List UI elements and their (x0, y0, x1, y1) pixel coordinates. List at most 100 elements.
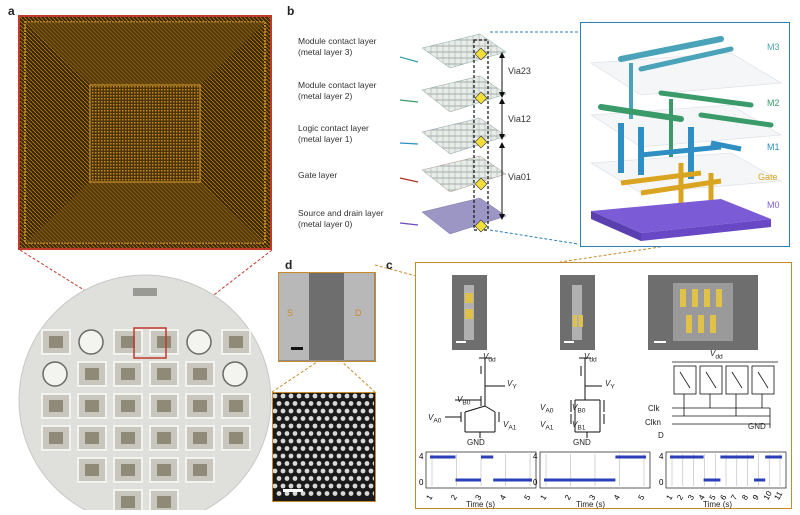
lattice-atom (288, 483, 294, 489)
lattice-atom (336, 438, 342, 444)
lattice-atom (336, 408, 342, 414)
lattice-atom (336, 393, 342, 399)
3d-structure-drawing (589, 36, 783, 241)
wafer-die (113, 361, 143, 387)
lattice-atom (368, 468, 374, 474)
lattice-atom (304, 393, 310, 399)
lattice-atom (280, 483, 286, 489)
ytick-label: 4 (419, 452, 424, 461)
lattice-atom (348, 491, 354, 496)
lattice-atom (312, 393, 318, 399)
xtick-label: 7 (729, 493, 739, 502)
lattice-atom (372, 446, 375, 451)
lattice-atom (276, 461, 282, 466)
label-m0: M0 (767, 200, 780, 210)
lattice-atom (276, 401, 282, 406)
circuit2-va1: VA1 (540, 420, 554, 432)
ytick-label: 0 (419, 478, 424, 487)
xtick-label: 5 (636, 493, 646, 502)
lattice-atom (284, 461, 290, 466)
layer-label-m3: Module contact layer (metal layer 3) (298, 36, 376, 57)
circuit2-vb0-sub: B0 (577, 407, 586, 415)
lattice-atom (360, 438, 366, 444)
lattice-atom (312, 423, 318, 429)
lattice-atom (364, 491, 370, 496)
circuit1-va0-v: V (428, 413, 434, 422)
lattice-atom (308, 446, 314, 451)
lattice-atom (292, 401, 298, 406)
lattice-atom (356, 491, 362, 496)
lattice-atom (340, 461, 346, 466)
xtick-label: 6 (718, 493, 728, 502)
arrow-gate (399, 177, 419, 183)
circuit2-va1-sub: A1 (545, 424, 554, 432)
lattice-atom (352, 393, 358, 399)
lattice-atom (360, 408, 366, 414)
circuit2-vb1-sub: B1 (577, 424, 586, 432)
wafer-die (77, 393, 107, 419)
lattice-atom (312, 453, 318, 459)
lattice-atom (364, 401, 370, 406)
circuit2-va0: VA0 (540, 403, 554, 415)
wafer-die (113, 329, 143, 355)
wafer-die (78, 329, 104, 355)
lattice-atom (296, 393, 302, 399)
circuit1-va1: VA1 (503, 420, 517, 432)
layer-m0 (421, 197, 507, 235)
layer-m2 (421, 75, 507, 113)
lattice-atom (336, 483, 342, 489)
lattice-atom (316, 491, 322, 496)
lattice-atom (308, 416, 314, 421)
panel-d-letter: d (285, 258, 293, 272)
layer-label-m3-line1: Module contact layer (298, 36, 377, 46)
lattice-atom (312, 483, 318, 489)
layer-label-m2-line2: (metal layer 2) (298, 90, 353, 101)
lattice-atom (304, 423, 310, 429)
lattice-atom (340, 446, 346, 451)
wafer-drawing (18, 274, 272, 515)
lattice-image (272, 392, 376, 502)
xtick-label: 1 (424, 493, 434, 502)
wafer-die (221, 393, 251, 419)
layer-label-m0-line2: (metal layer 0) (298, 218, 353, 229)
lattice-atom (300, 446, 306, 451)
lattice-atom (360, 453, 366, 459)
lattice-atom (332, 431, 338, 436)
chip-micrograph (18, 15, 272, 250)
circuit1-vdd-sub: dd (488, 356, 496, 364)
lattice-atom (348, 461, 354, 466)
wafer-die (77, 425, 107, 451)
lattice-atom (300, 461, 306, 466)
circuit1-va1-sub: A1 (508, 424, 517, 432)
wafer-die (113, 425, 143, 451)
lattice-atom (296, 408, 302, 414)
lattice-atom (304, 438, 310, 444)
xtick-label: 3 (587, 493, 597, 502)
lattice-atom (344, 438, 350, 444)
lattice-atom (372, 431, 375, 436)
lattice-atom (280, 393, 286, 399)
lattice-atom (324, 431, 330, 436)
circuit1-vdd-v: V (483, 352, 489, 361)
lattice-atom (372, 461, 375, 466)
lattice-atom (360, 468, 366, 474)
lattice-atom (273, 438, 278, 444)
lattice-atom (312, 468, 318, 474)
circuit1-vdd: Vdd (483, 352, 496, 364)
circuit2-vdd: Vdd (584, 352, 597, 364)
lattice-atom (328, 483, 334, 489)
circuit3-vdd: Vdd (710, 349, 723, 361)
layer-label-gate: Gate layer (298, 170, 337, 181)
lattice-atom (280, 438, 286, 444)
lattice-atom (348, 476, 354, 481)
wafer-die (149, 489, 179, 515)
wafer-die (113, 489, 143, 515)
lattice-atom (360, 483, 366, 489)
wafer-die (185, 361, 215, 387)
circuit2-gnd: GND (573, 438, 591, 447)
arrow-m3 (399, 56, 419, 63)
wafer-die (221, 329, 251, 355)
lattice-atom (320, 423, 326, 429)
via12-label: Via12 (508, 114, 531, 124)
layer-label-m3-line2: (metal layer 3) (298, 46, 353, 57)
